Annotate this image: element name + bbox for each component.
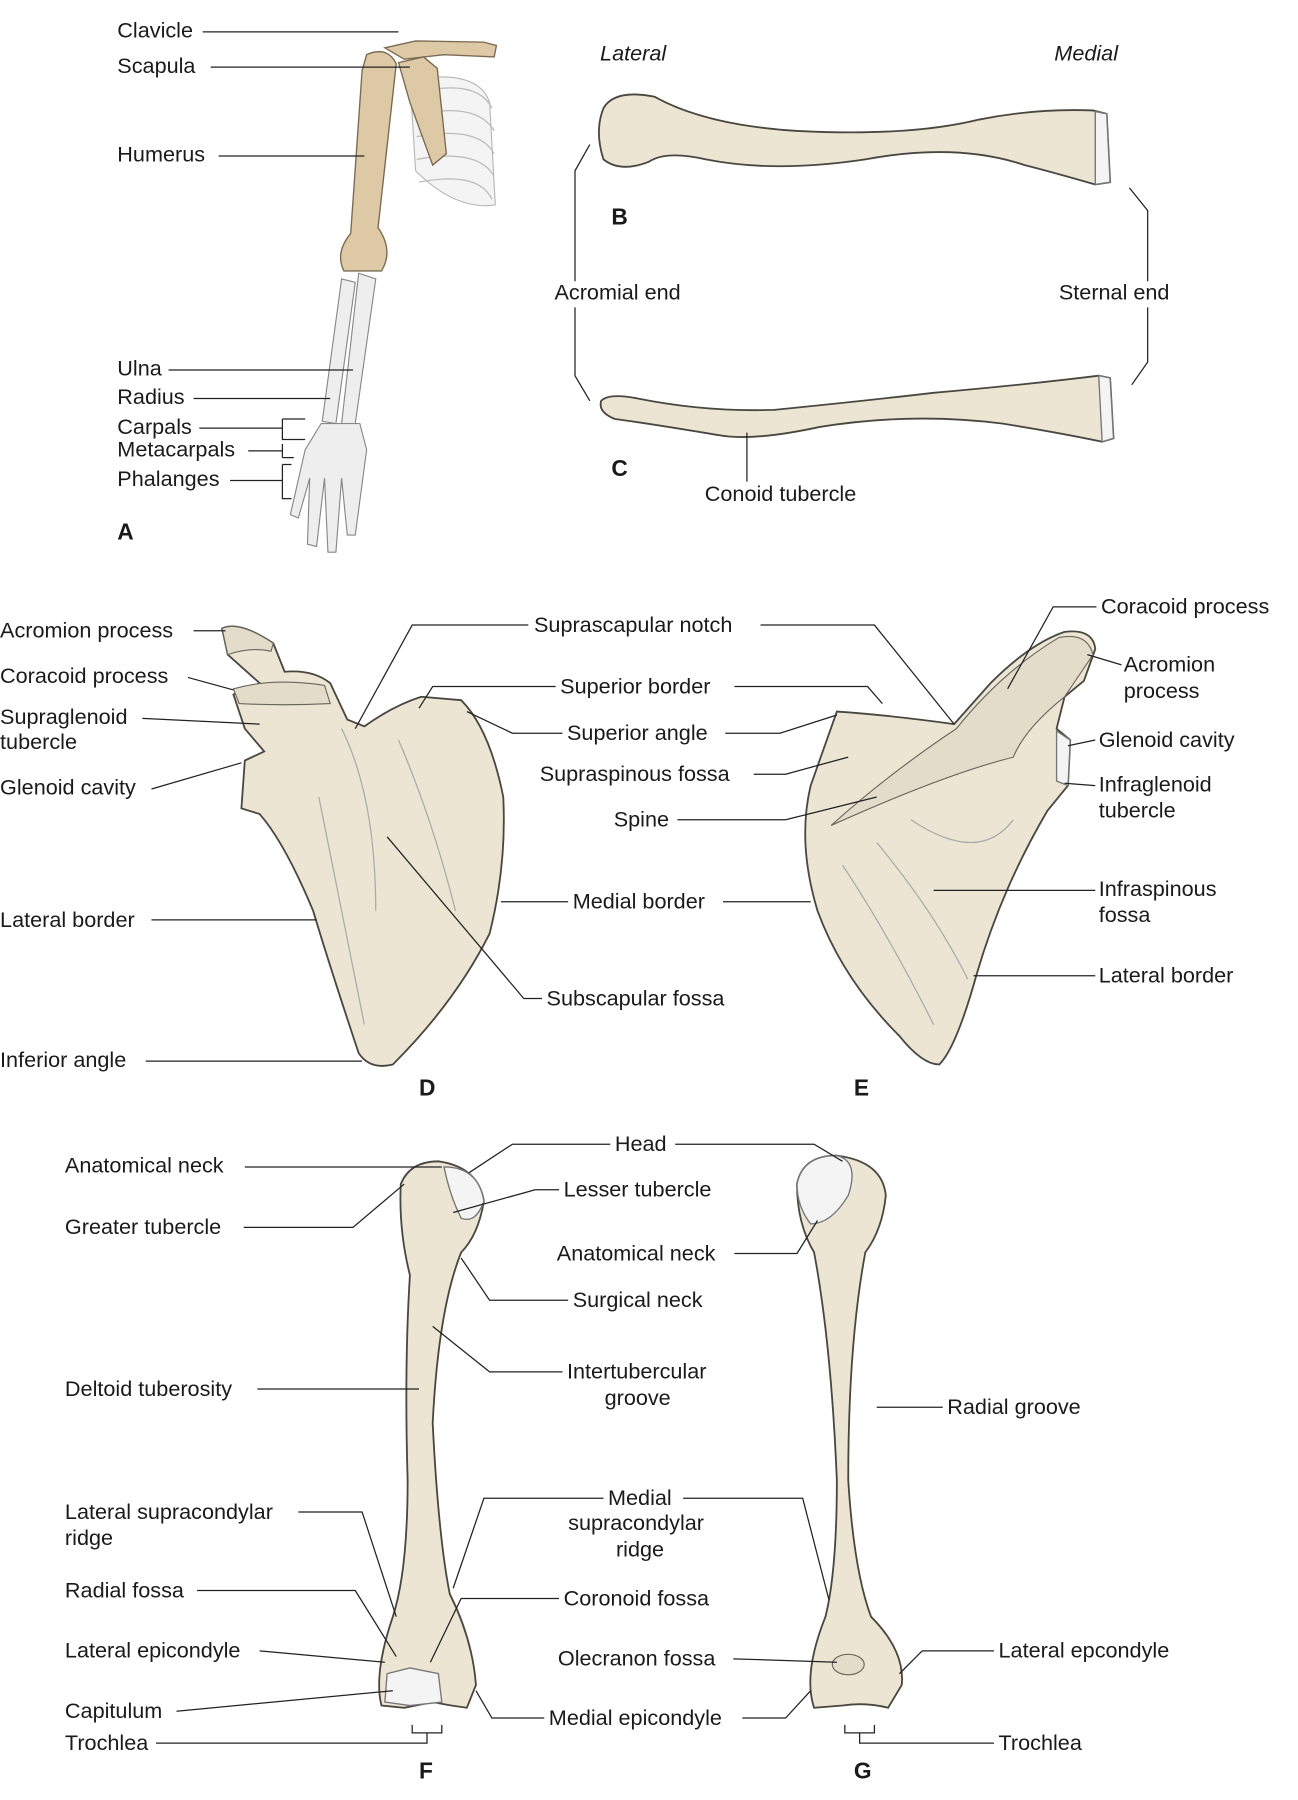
label-medial-border: Medial border bbox=[573, 889, 705, 914]
panel-e-scapula-posterior: E Coracoid process Acromion process Glen… bbox=[804, 594, 1269, 1100]
label-superior-border: Superior border bbox=[560, 673, 710, 698]
label-infraglenoid-e: Infraglenoid bbox=[1099, 771, 1212, 796]
humerus-posterior-bone bbox=[796, 1154, 903, 1709]
letter-f: F bbox=[419, 1757, 433, 1783]
label-scapula: Scapula bbox=[117, 53, 196, 78]
label-lateral-epicondyle-f: Lateral epicondyle bbox=[65, 1638, 241, 1663]
letter-c: C bbox=[611, 455, 627, 481]
label-medial-epicondyle: Medial epicondyle bbox=[549, 1705, 722, 1730]
letter-e: E bbox=[854, 1074, 869, 1100]
label-infraspinous-e: Infraspinous bbox=[1099, 876, 1217, 901]
letter-d: D bbox=[419, 1074, 435, 1100]
label-deltoid-tuberosity: Deltoid tuberosity bbox=[65, 1376, 232, 1401]
letter-b: B bbox=[611, 203, 627, 229]
label-radial-groove: Radial groove bbox=[947, 1394, 1080, 1419]
label-surgical-neck: Surgical neck bbox=[573, 1287, 703, 1312]
label-lateral-epcondyle-g: Lateral epcondyle bbox=[999, 1638, 1170, 1663]
label-trochlea-f: Trochlea bbox=[65, 1730, 149, 1755]
scapula-bone-a bbox=[397, 56, 448, 167]
label-phalanges: Phalanges bbox=[117, 466, 219, 491]
label-intertubercular: Intertubercular bbox=[567, 1359, 706, 1384]
label-ulna: Ulna bbox=[117, 356, 162, 381]
label-suprascapular-notch: Suprascapular notch bbox=[534, 612, 732, 637]
label-trochlea-g: Trochlea bbox=[999, 1730, 1083, 1755]
label-acromion-e: Acromion bbox=[1124, 652, 1215, 677]
humerus-anterior-bone bbox=[378, 1160, 485, 1709]
panel-f-humerus-anterior: F Anatomical neck Greater tubercle Delto… bbox=[65, 1153, 485, 1783]
label-lateral: Lateral bbox=[600, 40, 667, 65]
panel-g-humerus-posterior: G Radial groove Lateral epcondyle Trochl… bbox=[796, 1154, 1170, 1783]
label-medial: Medial bbox=[1054, 40, 1119, 65]
label-ridge-g: ridge bbox=[616, 1536, 664, 1561]
label-process-e: process bbox=[1124, 678, 1200, 703]
panel-d-scapula-anterior: D Acromion process Coracoid process Supr… bbox=[0, 618, 505, 1100]
label-medial: Medial bbox=[608, 1485, 672, 1510]
label-acromial-end: Acromial end bbox=[555, 279, 681, 304]
label-coracoid-process-e: Coracoid process bbox=[1101, 594, 1269, 619]
label-radius: Radius bbox=[117, 384, 185, 409]
hand-bones-a bbox=[289, 422, 368, 553]
label-lesser-tubercle: Lesser tubercle bbox=[564, 1177, 712, 1202]
label-lateral-supracondylar: Lateral supracondylar bbox=[65, 1499, 273, 1524]
label-acromion-process-d: Acromion process bbox=[0, 618, 173, 643]
label-head: Head bbox=[615, 1131, 667, 1156]
label-coronoid-fossa: Coronoid fossa bbox=[564, 1585, 710, 1610]
label-olecranon-fossa: Olecranon fossa bbox=[558, 1646, 716, 1671]
label-anatomical-neck-f: Anatomical neck bbox=[65, 1153, 224, 1178]
label-inferior-angle-d: Inferior angle bbox=[0, 1047, 126, 1072]
letter-a: A bbox=[117, 519, 133, 545]
humerus-bone-a bbox=[339, 50, 397, 272]
panel-bc-clavicle: Lateral Medial B C Acromial end Sternal … bbox=[555, 40, 1170, 506]
label-metacarpals: Metacarpals bbox=[117, 437, 235, 462]
panel-a-arm-skeleton: A Clavicle Scapula Humerus Ulna Radius C… bbox=[117, 18, 498, 553]
label-supraglenoid-d: Supraglenoid bbox=[0, 704, 127, 729]
label-humerus: Humerus bbox=[117, 142, 205, 167]
center-humerus-labels: Head Lesser tubercle Anatomical neck Sur… bbox=[429, 1131, 843, 1730]
label-anatomical-neck-g: Anatomical neck bbox=[557, 1240, 716, 1265]
label-clavicle: Clavicle bbox=[117, 18, 193, 43]
label-supraspinous-fossa: Supraspinous fossa bbox=[540, 761, 731, 786]
label-sternal-end: Sternal end bbox=[1059, 279, 1170, 304]
label-superior-angle: Superior angle bbox=[567, 720, 708, 745]
label-ridge-f: ridge bbox=[65, 1525, 113, 1550]
label-spine: Spine bbox=[614, 807, 669, 832]
clavicle-bone-a bbox=[383, 40, 498, 60]
label-glenoid-cavity-d: Glenoid cavity bbox=[0, 775, 136, 800]
scapula-anterior-bone bbox=[221, 625, 505, 1067]
label-lateral-border-d: Lateral border bbox=[0, 907, 135, 932]
label-fossa-e: fossa bbox=[1099, 902, 1152, 927]
label-supracondylar: supracondylar bbox=[568, 1510, 704, 1535]
label-glenoid-cavity-e: Glenoid cavity bbox=[1099, 727, 1235, 752]
label-groove: groove bbox=[605, 1385, 671, 1410]
label-carpals: Carpals bbox=[117, 414, 192, 439]
clavicle-inferior-view bbox=[599, 374, 1115, 443]
label-capitulum: Capitulum bbox=[65, 1698, 162, 1723]
label-subscapular-fossa: Subscapular fossa bbox=[547, 985, 726, 1010]
letter-g: G bbox=[854, 1757, 872, 1783]
label-conoid-tubercle: Conoid tubercle bbox=[705, 481, 856, 506]
label-lateral-border-e: Lateral border bbox=[1099, 963, 1234, 988]
label-greater-tubercle-f: Greater tubercle bbox=[65, 1214, 221, 1239]
label-radial-fossa: Radial fossa bbox=[65, 1577, 185, 1602]
label-coracoid-process-d: Coracoid process bbox=[0, 663, 168, 688]
label-tubercle-e: tubercle bbox=[1099, 797, 1176, 822]
center-scapula-labels: Suprascapular notch Superior border Supe… bbox=[354, 612, 955, 1010]
label-tubercle-d: tubercle bbox=[0, 729, 77, 754]
clavicle-superior-view bbox=[597, 93, 1112, 186]
